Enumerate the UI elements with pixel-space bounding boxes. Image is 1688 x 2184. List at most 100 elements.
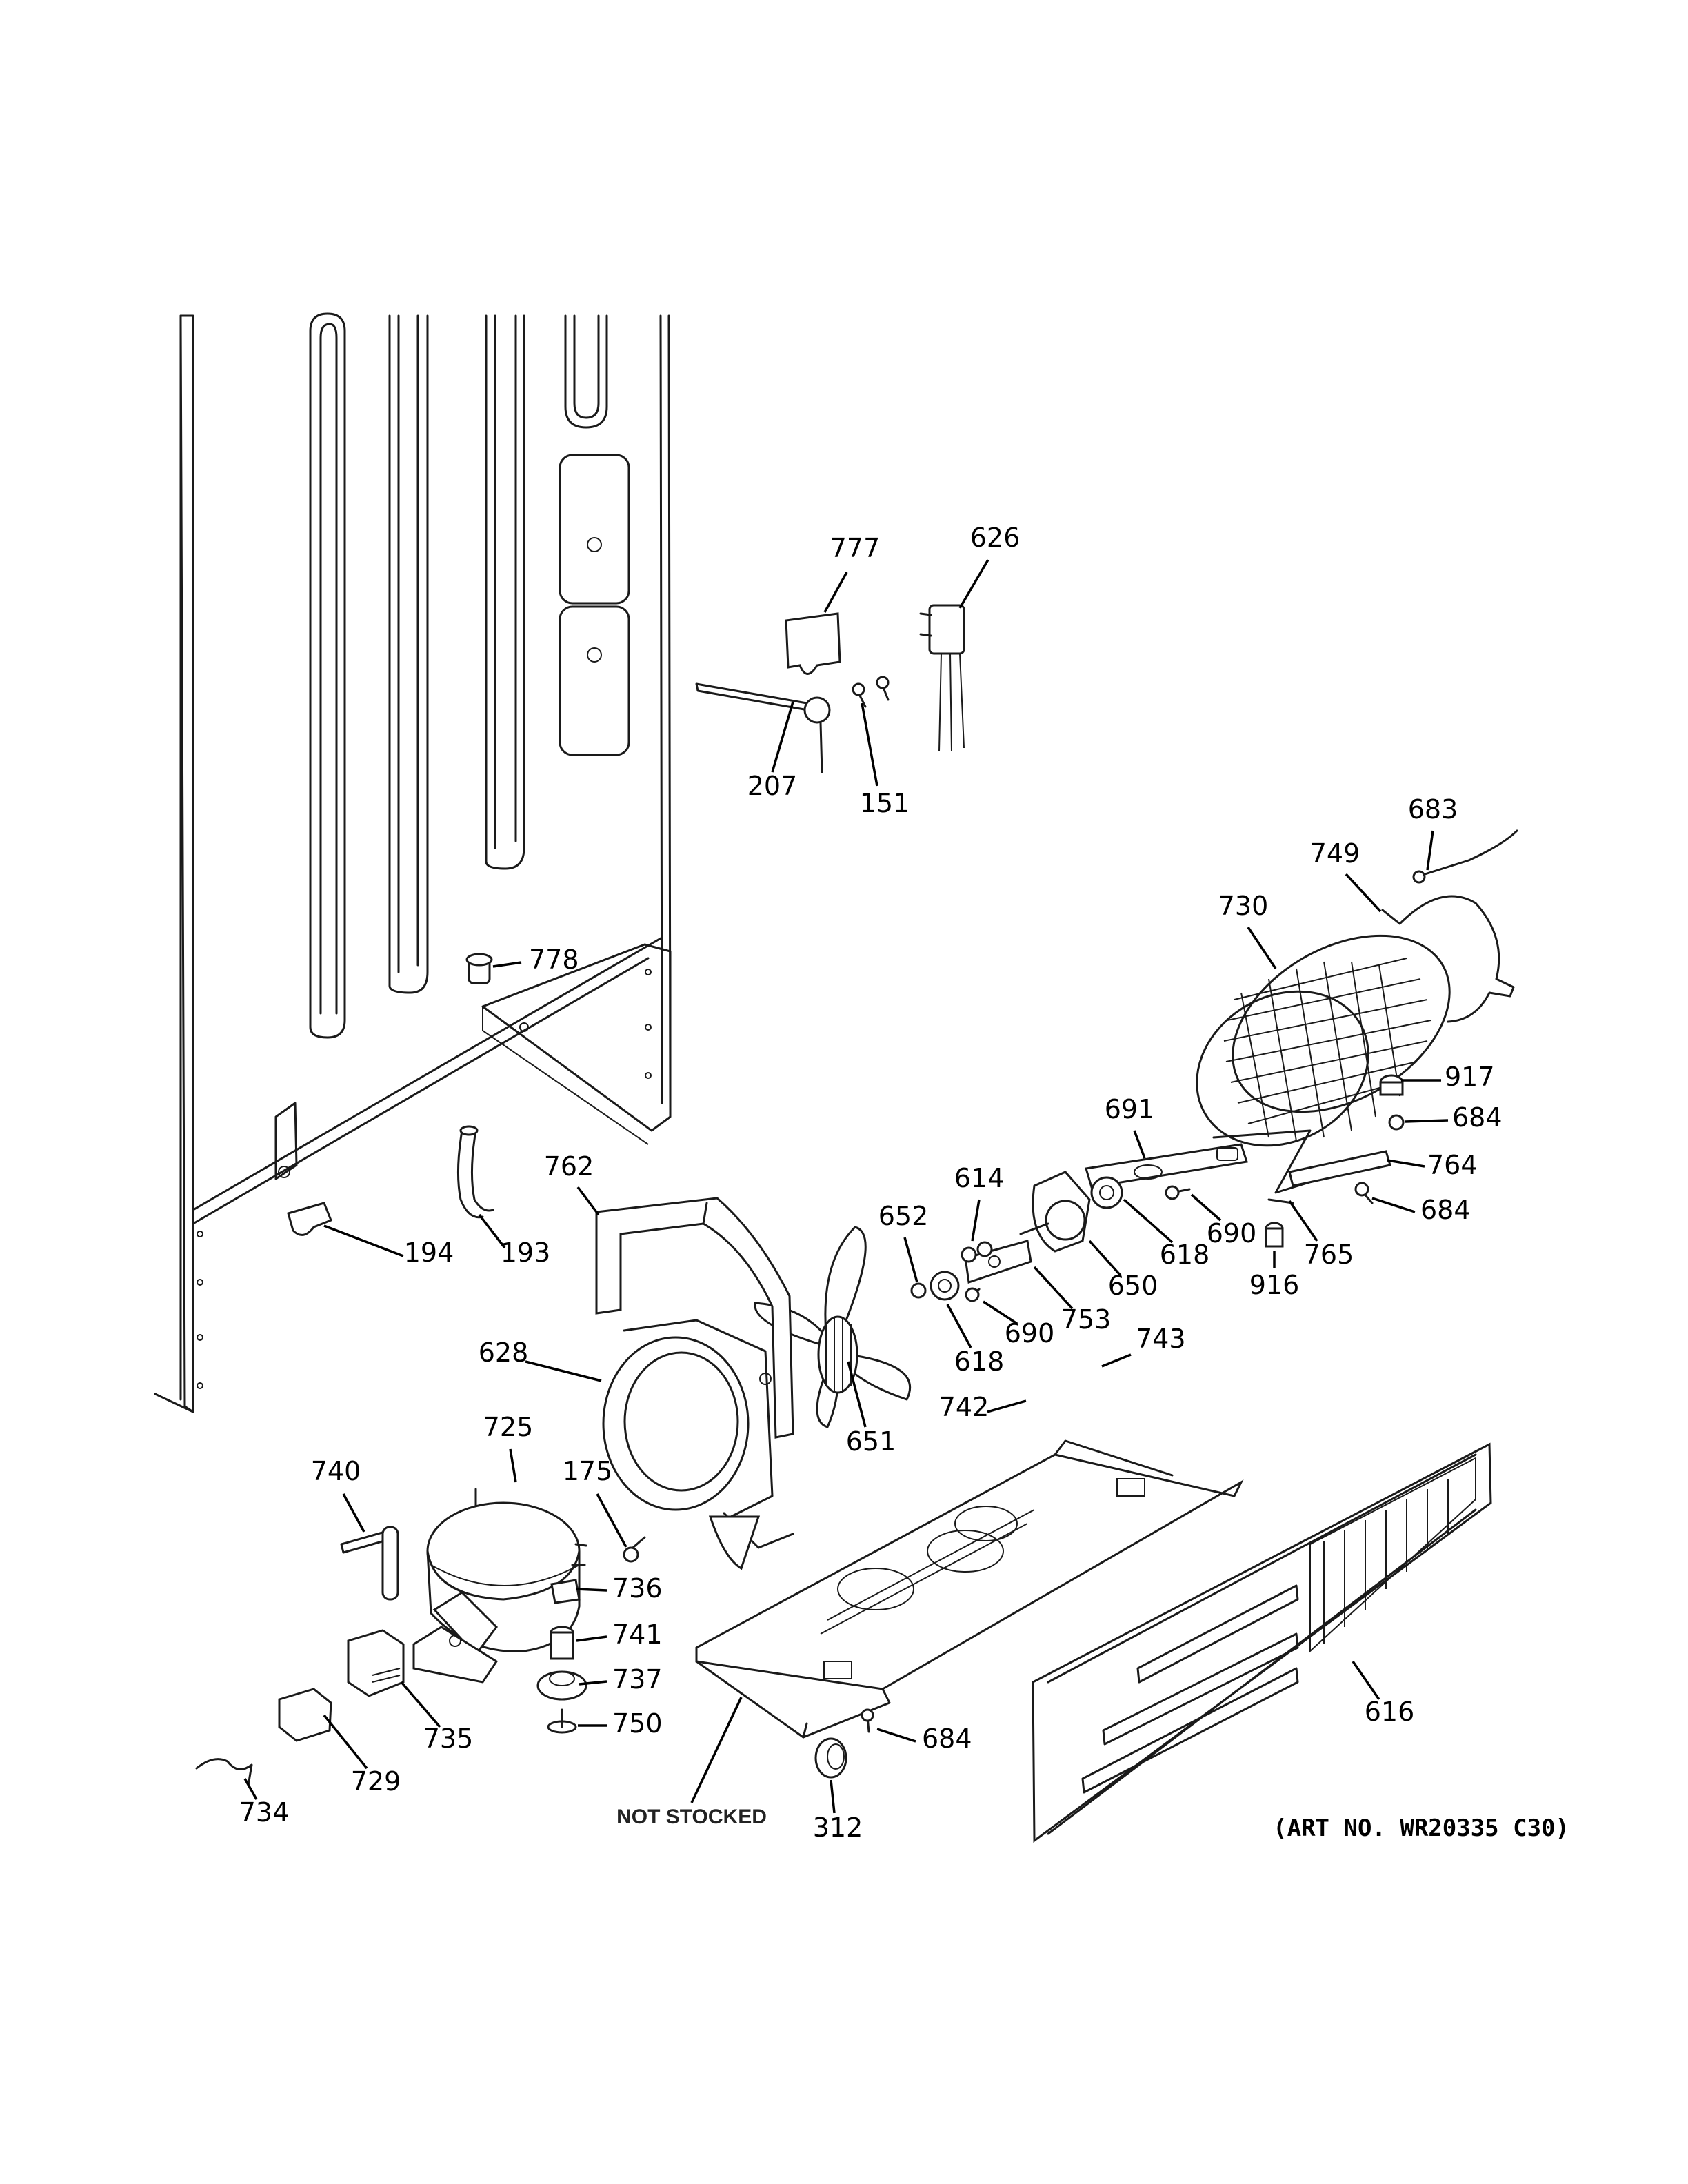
grommet-737 xyxy=(536,1670,587,1701)
callout-734: 734 xyxy=(239,1797,290,1828)
callout-684a: 684 xyxy=(1452,1102,1503,1133)
callout-684b: 684 xyxy=(1420,1195,1471,1225)
leader-690b xyxy=(983,1300,1018,1325)
leader-725 xyxy=(509,1448,517,1483)
art-number: (ART NO. WR20335 C30) xyxy=(1273,1814,1569,1842)
gasket-749 xyxy=(1381,895,1515,1023)
leader-743 xyxy=(1101,1353,1132,1368)
leader-684a xyxy=(1405,1119,1449,1123)
leader-651 xyxy=(847,1361,867,1428)
fan-housing-628 xyxy=(602,1319,794,1570)
caster-312 xyxy=(814,1737,847,1779)
not-stocked-leader xyxy=(690,1697,743,1803)
wire-harness-626 xyxy=(919,604,965,752)
leader-616 xyxy=(1352,1661,1380,1700)
leader-207 xyxy=(771,701,794,773)
callout-614: 614 xyxy=(954,1163,1005,1193)
callout-741: 741 xyxy=(612,1619,663,1650)
motor-bracket-691 xyxy=(1085,1143,1248,1189)
base-pan xyxy=(695,1439,1244,1739)
condenser-coil-730 xyxy=(1196,934,1451,1194)
callout-151: 151 xyxy=(860,788,910,818)
leader-683 xyxy=(1426,830,1434,871)
leader-741 xyxy=(576,1635,607,1642)
leader-691 xyxy=(1133,1130,1146,1159)
callout-743: 743 xyxy=(1136,1324,1186,1354)
callout-194: 194 xyxy=(404,1237,454,1268)
callout-652: 652 xyxy=(878,1201,929,1231)
callout-626: 626 xyxy=(970,523,1021,553)
leader-753 xyxy=(1033,1266,1074,1310)
leader-742 xyxy=(987,1399,1027,1413)
callout-616: 616 xyxy=(1365,1697,1415,1727)
leader-690a xyxy=(1190,1193,1222,1222)
stud-750 xyxy=(547,1708,577,1734)
nut-652 xyxy=(910,1282,927,1299)
callout-750: 750 xyxy=(612,1708,663,1739)
leader-684b xyxy=(1372,1197,1416,1213)
drain-tube-193 xyxy=(456,1125,494,1219)
callout-193: 193 xyxy=(501,1237,551,1268)
motor-mount-618b xyxy=(930,1271,960,1301)
callout-735: 735 xyxy=(423,1723,474,1754)
motor-bracket-753 xyxy=(964,1240,1032,1284)
leader-614 xyxy=(971,1199,981,1242)
callout-736: 736 xyxy=(612,1573,663,1604)
grommet-916 xyxy=(1265,1222,1284,1248)
bracket-764 xyxy=(1288,1150,1391,1187)
callout-690b: 690 xyxy=(1005,1318,1055,1348)
cabinet-back-panel xyxy=(154,312,672,1413)
cover-729 xyxy=(278,1688,332,1742)
not-stocked-label: NOT STOCKED xyxy=(616,1806,767,1828)
leader-193 xyxy=(478,1213,506,1249)
leader-729 xyxy=(323,1714,368,1770)
leader-312 xyxy=(830,1779,836,1814)
leader-628 xyxy=(525,1360,602,1382)
leader-765 xyxy=(1288,1200,1318,1242)
screws-151 xyxy=(852,676,890,708)
callout-729: 729 xyxy=(351,1766,401,1797)
bracket-765 xyxy=(1267,1198,1294,1204)
screw-690b xyxy=(965,1287,981,1302)
leader-652 xyxy=(903,1237,918,1283)
callout-777: 777 xyxy=(830,533,881,563)
overload-740 xyxy=(340,1526,399,1601)
leader-736 xyxy=(575,1588,607,1592)
leader-730 xyxy=(1247,927,1277,969)
callout-618b: 618 xyxy=(954,1346,1005,1377)
leader-762 xyxy=(576,1186,600,1216)
mounting-bracket-777 xyxy=(785,612,841,675)
screw-175 xyxy=(623,1536,646,1563)
callout-312: 312 xyxy=(813,1812,863,1843)
leader-175 xyxy=(596,1493,627,1548)
leader-734 xyxy=(243,1778,258,1800)
plug-778 xyxy=(465,953,493,984)
leader-626 xyxy=(958,559,989,609)
screw-684b xyxy=(1354,1182,1374,1204)
callout-691: 691 xyxy=(1105,1094,1155,1124)
leader-650 xyxy=(1088,1240,1122,1277)
callout-leaders xyxy=(243,559,1449,1814)
callout-778: 778 xyxy=(529,944,579,975)
callout-683: 683 xyxy=(1408,794,1458,825)
leader-764 xyxy=(1387,1159,1425,1168)
callout-916: 916 xyxy=(1249,1270,1300,1300)
callout-730: 730 xyxy=(1218,891,1269,921)
grille-616 xyxy=(1032,1442,1492,1843)
clip-736 xyxy=(550,1579,581,1604)
callout-740: 740 xyxy=(311,1456,361,1486)
leader-618b xyxy=(946,1304,972,1348)
callout-690a: 690 xyxy=(1207,1218,1257,1248)
relay-735 xyxy=(347,1629,405,1697)
callout-753: 753 xyxy=(1061,1304,1112,1335)
callout-207: 207 xyxy=(747,771,798,801)
fan-motor-650 xyxy=(1019,1171,1091,1253)
callout-684c: 684 xyxy=(922,1723,972,1754)
leader-778 xyxy=(492,961,522,968)
fan-shroud-762 xyxy=(595,1197,794,1439)
cable-tie-683 xyxy=(1412,829,1518,884)
callout-175: 175 xyxy=(563,1456,613,1486)
callout-737: 737 xyxy=(612,1664,663,1695)
callout-650: 650 xyxy=(1108,1271,1158,1301)
